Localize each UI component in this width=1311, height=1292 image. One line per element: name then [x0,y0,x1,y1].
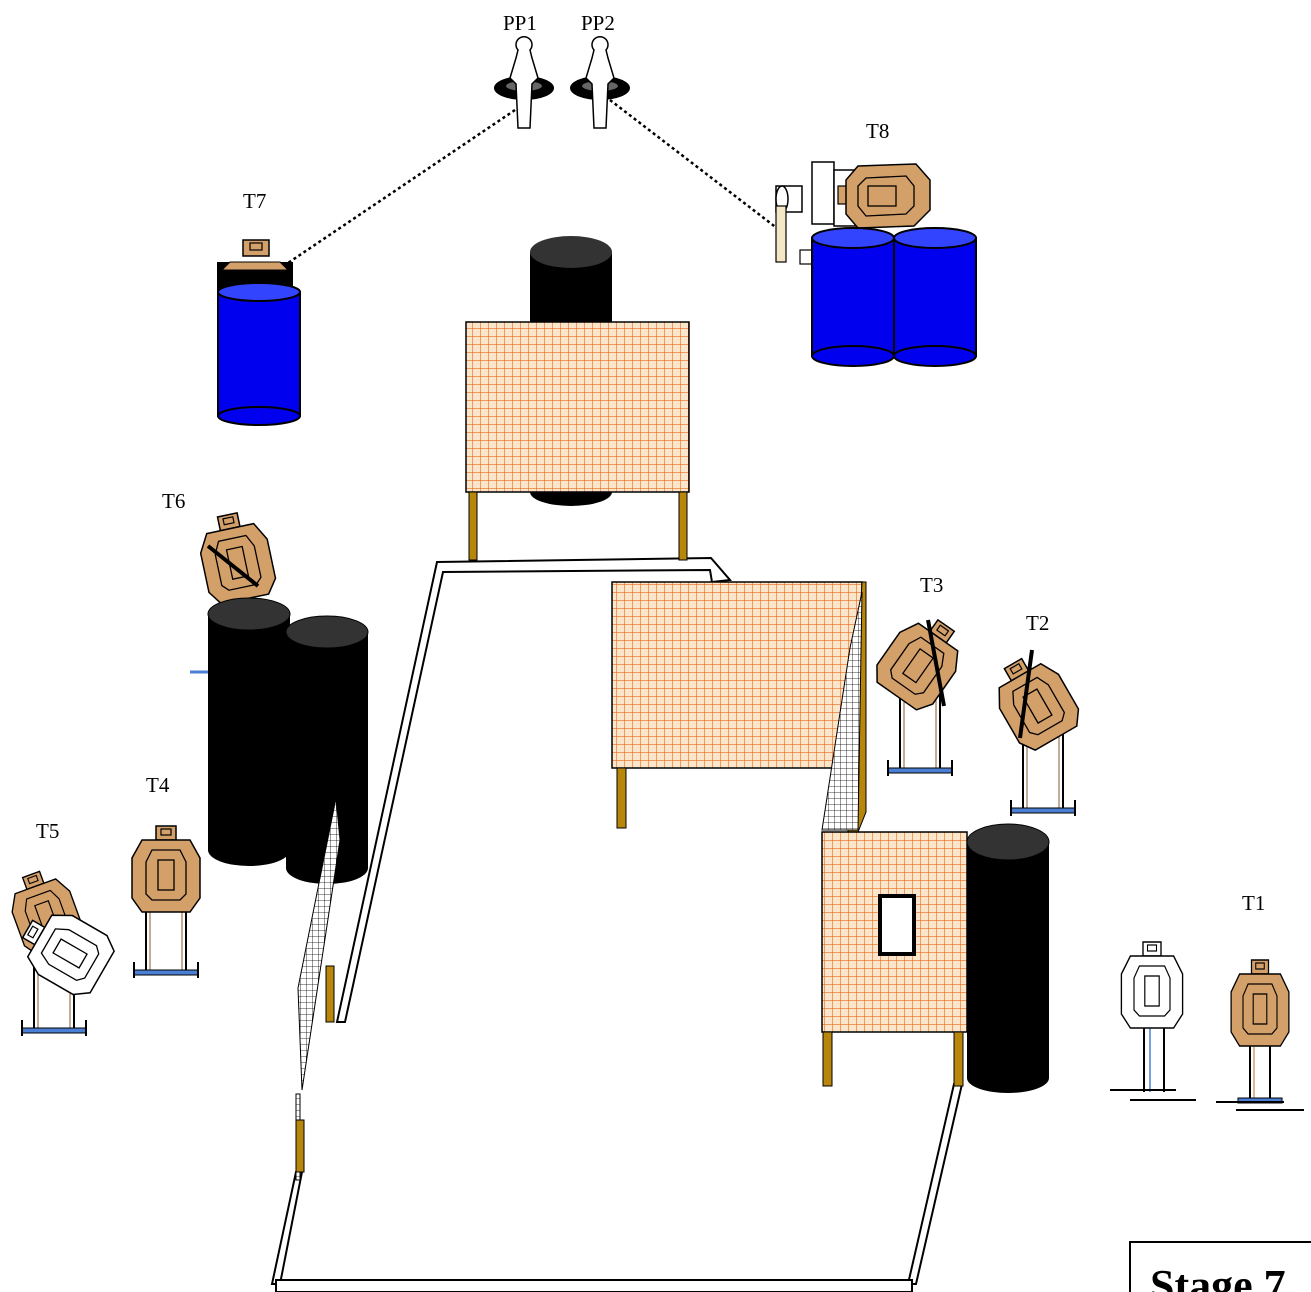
cardboard-target-icon [1230,959,1290,1047]
mesh-wall-back [465,321,690,561]
barrel-icon [893,237,977,357]
mesh-fence-left [295,797,341,1181]
fence-icon [297,797,341,1091]
cardboard-target-icon [193,507,280,607]
wall-port [878,894,916,956]
barrel-icon [286,632,368,868]
mesh-wall-front-right [821,831,968,1087]
barrels-left [190,597,369,884]
barrel-icon [217,291,301,417]
mesh-wall-right [611,581,867,833]
target-t5 [1,863,120,1037]
no-shoot-target-icon [1120,941,1184,1029]
label-pp2: PP2 [581,11,615,35]
label-t5: T5 [36,819,59,843]
label-t4: T4 [146,773,170,797]
barrel-front-right [966,823,1050,1093]
no-shoot-stripe [926,619,946,707]
stage-title-box: Stage 7 [1129,1241,1311,1292]
fault-line-fence [270,556,964,1292]
popper-icon [569,35,631,129]
activation-wire-t8 [609,99,783,233]
label-t8: T8 [866,119,889,143]
label-t1: T1 [1242,891,1265,915]
label-pp1: PP1 [503,11,537,35]
popper-pp2 [569,35,631,129]
popper-pp1 [493,35,555,129]
mesh-wall-icon [611,581,863,769]
target-t1 [1110,941,1304,1111]
cardboard-target-icon [982,645,1087,756]
fence-icon [821,591,863,831]
cardboard-target-icon [868,605,975,717]
activation-wire-t7 [284,108,516,267]
mesh-wall-icon [465,321,690,493]
label-t3: T3 [920,573,943,597]
target-t8 [775,161,977,367]
target-t6 [193,507,280,607]
barrel-icon [967,842,1049,1078]
target-t7 [217,239,301,426]
target-t4 [131,825,201,979]
label-t7: T7 [243,189,266,213]
cardboard-target-icon [131,825,201,913]
barrel-icon [811,237,895,357]
stage-title: Stage 7 [1150,1261,1286,1292]
target-t3 [868,605,975,777]
popper-icon [493,35,555,129]
target-t2 [982,645,1087,817]
label-t6: T6 [162,489,185,513]
label-t2: T2 [1026,611,1049,635]
barrel-icon [208,614,290,850]
no-shoot-stripe [206,544,260,588]
no-shoot-stripe [1018,649,1034,739]
